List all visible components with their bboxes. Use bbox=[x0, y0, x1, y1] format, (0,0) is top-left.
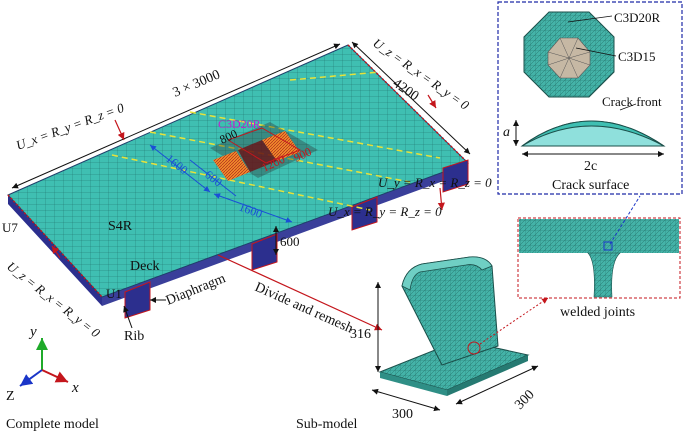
sub-rib-top bbox=[401, 256, 493, 291]
sub-length-label: 300 bbox=[392, 407, 413, 422]
crack-zoom-arrow bbox=[609, 195, 641, 245]
z-axis-arrow bbox=[19, 369, 43, 387]
dim-900-label: 900 bbox=[291, 144, 313, 164]
c3d20r-label: C3D20R bbox=[614, 10, 661, 25]
span-dim-line bbox=[11, 43, 341, 189]
c3d15-pointer bbox=[575, 47, 617, 57]
sub-length-dim bbox=[371, 388, 441, 412]
divide-arrow bbox=[217, 254, 383, 331]
weld-detail-rib bbox=[587, 252, 621, 298]
deck-label: Deck bbox=[130, 259, 160, 274]
weld-detail-deck bbox=[519, 219, 679, 253]
weld-hotspot bbox=[467, 341, 481, 355]
two-c-label: 2c bbox=[584, 159, 597, 174]
crack-front-pointer bbox=[619, 103, 637, 111]
bc-arrow-4 bbox=[51, 245, 61, 259]
sub-height-label: 316 bbox=[350, 327, 371, 342]
a-label: a bbox=[503, 125, 510, 140]
axis-x-label: x bbox=[71, 380, 79, 396]
weld-detail: welded joints bbox=[479, 195, 681, 345]
welded-joints-label: welded joints bbox=[560, 305, 635, 320]
elem-c3d20r-load: C3D20R bbox=[218, 117, 261, 131]
bc-arrow-3 bbox=[437, 187, 445, 211]
bc-arrow-1 bbox=[114, 119, 125, 141]
dim-800-label: 800 bbox=[217, 126, 239, 146]
u7-label: U7 bbox=[2, 220, 18, 235]
bc-right-upper: U_y = R_x = R_z = 0 bbox=[378, 175, 492, 190]
crack-core-spokes bbox=[547, 37, 591, 79]
weld-zoom-arrow bbox=[479, 297, 549, 345]
u1-label: U1 bbox=[106, 286, 122, 301]
bc-right-lower: U_x = R_y = R_z = 0 bbox=[328, 204, 442, 219]
diaphragm-3 bbox=[351, 196, 378, 231]
bc-arrow-2 bbox=[427, 94, 437, 109]
sub-model-caption: Sub-model bbox=[296, 417, 358, 432]
height-600-label: 600 bbox=[280, 234, 300, 249]
blue-dim-line-3 bbox=[213, 193, 293, 223]
width-dim-line bbox=[351, 41, 471, 155]
diaphragm-4 bbox=[442, 159, 469, 193]
sub-model: 316 300 300 Sub-model bbox=[296, 256, 539, 432]
sub-width-label: 300 bbox=[512, 387, 537, 412]
rib-pointer bbox=[123, 305, 133, 329]
crack-front-band bbox=[521, 120, 665, 147]
sub-width-dim bbox=[455, 365, 539, 405]
c3d20r-pointer bbox=[567, 15, 613, 23]
elem-s4r-label: S4R bbox=[108, 219, 133, 234]
crack-front-label: Crack front bbox=[602, 94, 662, 109]
weld-detail-marker bbox=[603, 241, 613, 251]
crack-surface-label: Crack surface bbox=[552, 178, 629, 193]
axis-y-label: y bbox=[28, 324, 37, 340]
complete-model-caption: Complete model bbox=[6, 417, 99, 432]
axis-z-label: Z bbox=[6, 389, 15, 404]
rib-label: Rib bbox=[124, 329, 144, 344]
divide-remesh-label: Divide and remesh bbox=[252, 280, 355, 337]
axes-triad: y x Z bbox=[6, 324, 79, 404]
x-axis-arrow bbox=[41, 369, 69, 383]
diaphragm-2 bbox=[251, 233, 278, 271]
span-dim-label: 3 × 3000 bbox=[171, 67, 223, 100]
c3d15-label: C3D15 bbox=[618, 49, 656, 64]
crack-inset: C3D20R C3D15 Crack front a 2c Crack surf… bbox=[497, 1, 683, 195]
